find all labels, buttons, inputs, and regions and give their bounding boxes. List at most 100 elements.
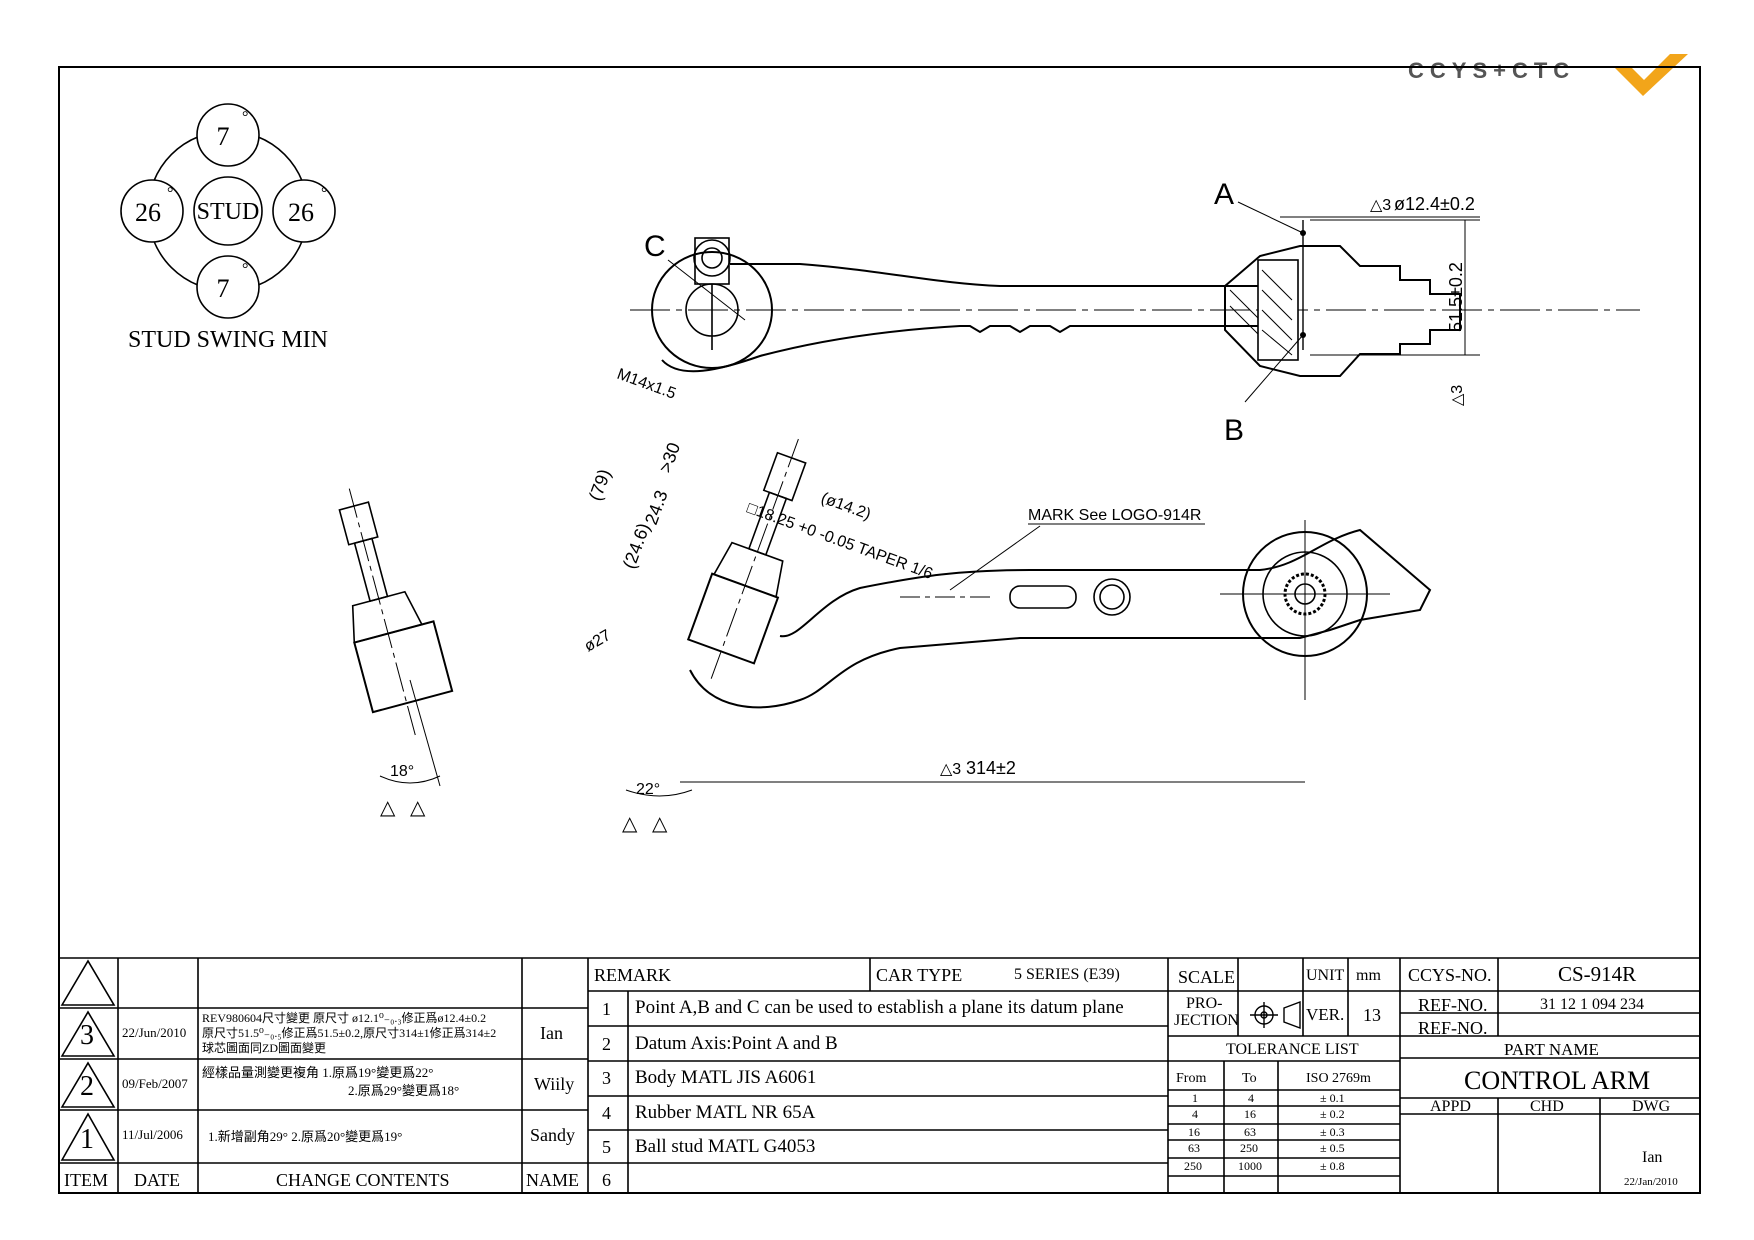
- title-block: 3 22/Jun/2010 REV980604尺寸變更 原尺寸 ø12.1⁰₋₀…: [58, 957, 1701, 1194]
- rev-marker-1-icon: △: [622, 813, 638, 835]
- tol-header-iso: ISO 2769m: [1306, 1071, 1371, 1086]
- unit-value: mm: [1356, 967, 1381, 984]
- tol-val-2: ± 0.2: [1320, 1107, 1345, 1121]
- projection-label-1: PRO-: [1186, 995, 1223, 1012]
- projection-label-2: JECTION: [1174, 1012, 1239, 1029]
- dim-24-6: (24.6): [619, 520, 654, 571]
- header-change: CHANGE CONTENTS: [276, 1170, 450, 1190]
- projection-symbol-icon: [1250, 1000, 1301, 1030]
- rev-1-line-1: 1.新增副角29° 2.原爲20°變更爲19°: [208, 1129, 403, 1144]
- rev-2-number: 2: [80, 1071, 94, 1102]
- svg-text:°: °: [242, 109, 248, 126]
- rev-1-date: 11/Jul/2006: [122, 1127, 183, 1142]
- rev-3-name: Ian: [540, 1023, 563, 1043]
- remark-3-text: Body MATL JIS A6061: [635, 1067, 817, 1088]
- unit-label: UNIT: [1306, 967, 1345, 984]
- car-type-value: 5 SERIES (E39): [1014, 966, 1120, 983]
- remark-4-no: 4: [602, 1103, 611, 1123]
- ccys-no-label: CCYS-NO.: [1408, 965, 1492, 985]
- dim-dia-top: ø12.4±0.2: [1394, 194, 1475, 214]
- stud-right-value: 26: [288, 198, 314, 227]
- remark-3-no: 3: [602, 1068, 611, 1088]
- point-c-label: C: [644, 230, 666, 263]
- tol-header-from: From: [1176, 1071, 1207, 1086]
- appd-label: APPD: [1430, 1098, 1471, 1115]
- dwg-label: DWG: [1632, 1098, 1671, 1115]
- ref-no-value: 31 12 1 094 234: [1540, 996, 1644, 1013]
- rev-marker-1b-icon: △: [380, 797, 396, 819]
- front-view: MARK See LOGO-914R △3 314±2 M14x1.5 (79)…: [582, 366, 1620, 850]
- tol-to-5: 1000: [1238, 1159, 1262, 1173]
- remark-2-no: 2: [602, 1034, 611, 1054]
- dim-length: 314±2: [966, 758, 1016, 778]
- stud-left-value: 26: [135, 198, 161, 227]
- drawing-frame: [58, 66, 1701, 1194]
- remark-5-text: Ball stud MATL G4053: [635, 1136, 816, 1157]
- tol-val-3: ± 0.3: [1320, 1125, 1345, 1139]
- ball-stud-detail: 18° △ △: [338, 480, 520, 820]
- dim-24-3: 24.3: [641, 488, 672, 528]
- tol-to-1: 4: [1248, 1091, 1254, 1105]
- dwg-name: Ian: [1642, 1149, 1663, 1166]
- tol-to-4: 250: [1240, 1141, 1258, 1155]
- stud-swing-diagram: STUD 7 ° 7 ° 26 ° 26 ° STUD SWING MIN: [115, 98, 355, 358]
- ccys-no-value: CS-914R: [1558, 962, 1637, 986]
- tol-val-4: ± 0.5: [1320, 1141, 1345, 1155]
- rev-2-line-1: 經樣品量測變更複角 1.原爲19°變更爲22°: [202, 1065, 434, 1080]
- mark-note: MARK See LOGO-914R: [1028, 507, 1201, 524]
- rev-3-number: 3: [80, 1020, 94, 1051]
- ref-no2-label: REF-NO.: [1418, 1018, 1488, 1038]
- tol-to-2: 16: [1244, 1107, 1256, 1121]
- stud-top-value: 7: [217, 122, 230, 151]
- rev-1-name: Sandy: [530, 1125, 575, 1145]
- tol-from-1: 1: [1192, 1091, 1198, 1105]
- point-a-label: A: [1214, 178, 1234, 211]
- logo-text: CCYS+CTC: [1408, 58, 1575, 83]
- rev-1-number: 1: [80, 1124, 94, 1155]
- stud-center-label: STUD: [197, 199, 260, 225]
- dwg-date: 22/Jan/2010: [1624, 1176, 1678, 1188]
- tol-from-5: 250: [1184, 1159, 1202, 1173]
- stud-swing-title: STUD SWING MIN: [128, 327, 328, 353]
- rev-marker-3b-icon: △3: [1449, 385, 1466, 406]
- dim-14-2: (ø14.2): [819, 490, 873, 524]
- tolerance-title: TOLERANCE LIST: [1226, 1041, 1359, 1058]
- rev-marker-3-icon: △3: [1370, 197, 1391, 214]
- remark-6-no: 6: [602, 1170, 611, 1190]
- tol-from-2: 4: [1192, 1107, 1198, 1121]
- header-date: DATE: [134, 1170, 180, 1190]
- svg-text:°: °: [321, 185, 327, 202]
- tol-val-5: ± 0.8: [1320, 1159, 1345, 1173]
- car-type-label: CAR TYPE: [876, 965, 963, 985]
- part-name-label: PART NAME: [1504, 1040, 1599, 1059]
- tol-to-3: 63: [1244, 1125, 1256, 1139]
- chd-label: CHD: [1530, 1098, 1564, 1115]
- point-b-label: B: [1224, 414, 1244, 447]
- dim-height: 51.5±0.2: [1446, 262, 1466, 332]
- rev-3-date: 22/Jun/2010: [122, 1025, 187, 1040]
- remark-1-no: 1: [602, 999, 611, 1019]
- rev-3-line-1: REV980604尺寸變更 原尺寸 ø12.1⁰₋₀.₃修正爲ø12.4±0.2: [202, 1011, 487, 1025]
- remark-4-text: Rubber MATL NR 65A: [635, 1102, 816, 1123]
- tol-from-3: 16: [1188, 1125, 1200, 1139]
- svg-text:°: °: [242, 261, 248, 278]
- logo-mark-icon: [1613, 54, 1688, 96]
- ref-no-label: REF-NO.: [1418, 995, 1488, 1015]
- rev-3-line-3: 球芯圖面同ZD圖面變更: [202, 1041, 326, 1055]
- ver-value: 13: [1363, 1005, 1381, 1025]
- rev-marker-2-icon: △: [652, 813, 668, 835]
- part-name-value: CONTROL ARM: [1464, 1066, 1651, 1095]
- logo: CCYS+CTC: [1408, 46, 1698, 102]
- header-item: ITEM: [64, 1170, 108, 1190]
- tol-header-to: To: [1242, 1071, 1257, 1086]
- rev-3-line-2: 原尺寸51.5⁰₋₀.₅修正爲51.5±0.2,原尺寸314±1修正爲314±2: [202, 1026, 497, 1040]
- tol-from-4: 63: [1188, 1141, 1200, 1155]
- remark-2-text: Datum Axis:Point A and B: [635, 1033, 838, 1054]
- rev-2-line-2: 2.原爲29°變更爲18°: [348, 1083, 460, 1098]
- angle-18: 18°: [390, 763, 414, 780]
- tol-val-1: ± 0.1: [1320, 1091, 1345, 1105]
- svg-text:°: °: [167, 185, 173, 202]
- header-name: NAME: [526, 1170, 579, 1190]
- top-view: C A B △3 ø12.4±0.2: [630, 178, 1660, 460]
- rev-2-name: Wiily: [534, 1074, 575, 1094]
